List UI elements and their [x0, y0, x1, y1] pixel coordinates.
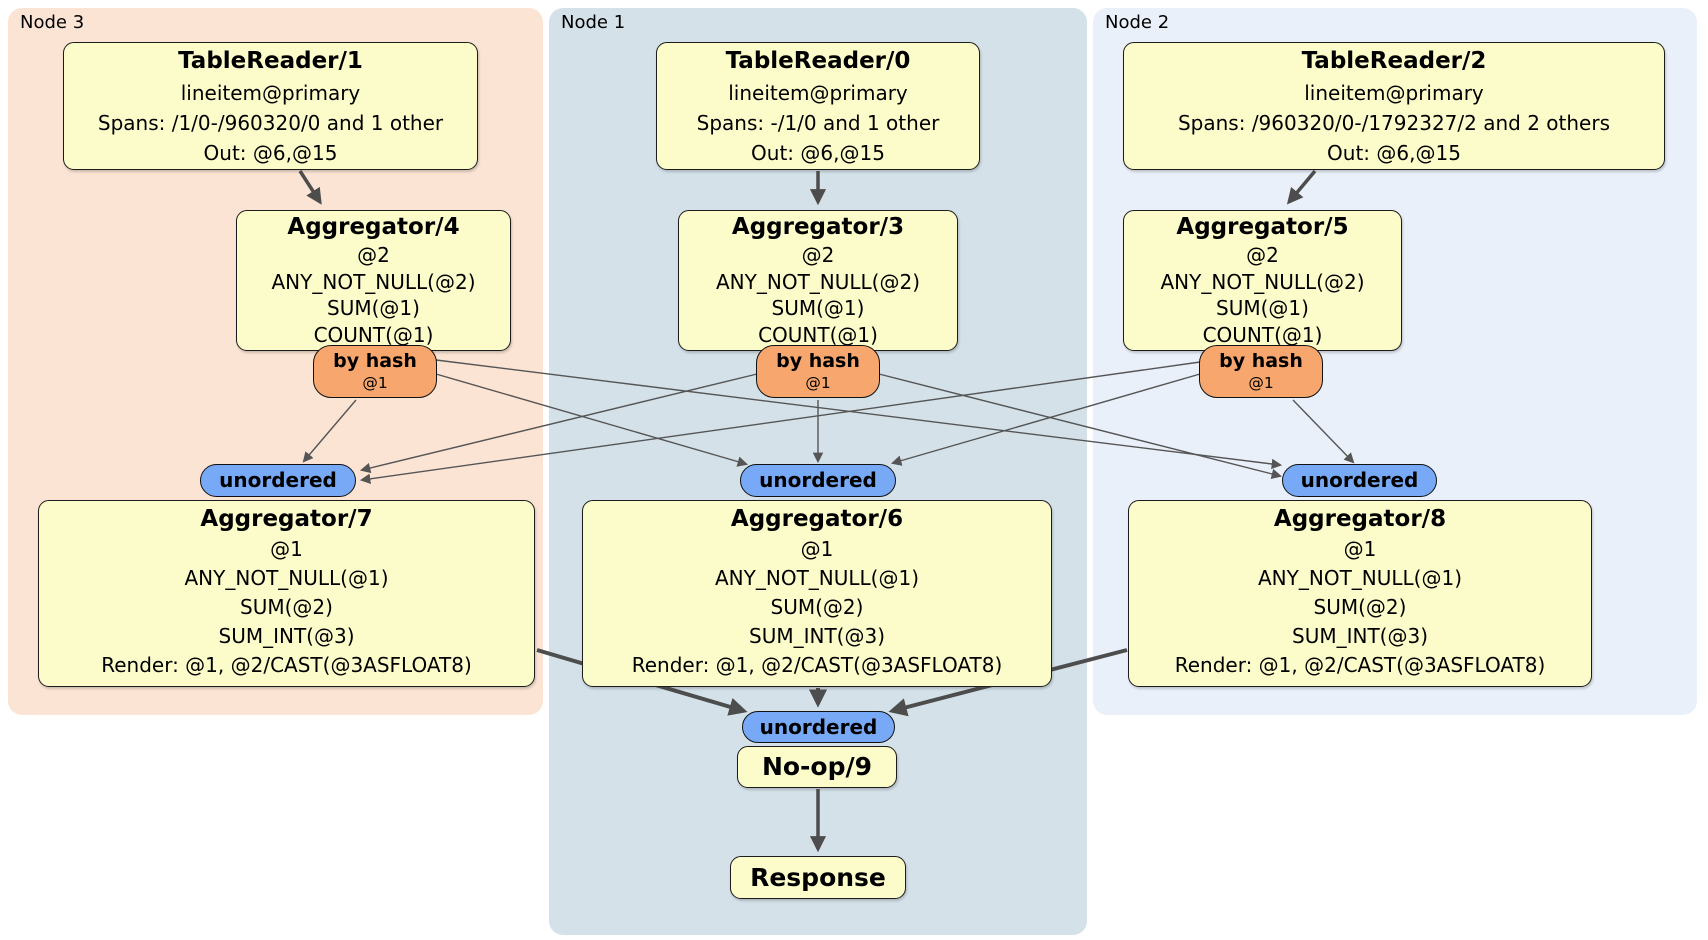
box-title: Aggregator/7 [200, 506, 373, 532]
box-noop-9: No-op/9 [737, 746, 897, 788]
box-line: lineitem@primary [1304, 81, 1484, 105]
router-label: by hash [776, 350, 860, 372]
router-label: by hash [1219, 350, 1303, 372]
box-line: Render: @1, @2/CAST(@3ASFLOAT8) [631, 653, 1003, 677]
box-title: Aggregator/3 [731, 214, 905, 240]
box-line: SUM(@2) [770, 595, 864, 619]
panel-label-node2: Node 2 [1105, 12, 1170, 33]
router-hash-columns: @1 [805, 374, 831, 392]
sync-unordered-node2: unordered [1282, 464, 1437, 497]
box-line: ANY_NOT_NULL(@1) [715, 566, 919, 590]
box-line: @2 [357, 243, 390, 267]
box-line: @2 [1246, 243, 1279, 267]
box-line: SUM(@2) [240, 595, 333, 619]
box-line: @2 [801, 243, 835, 267]
box-title: Response [750, 863, 886, 892]
box-line: SUM(@1) [1216, 296, 1309, 320]
box-line: Spans: -/1/0 and 1 other [696, 111, 940, 135]
box-title: No-op/9 [761, 752, 873, 781]
box-line: COUNT(@1) [758, 322, 878, 347]
box-line: ANY_NOT_NULL(@2) [1160, 269, 1365, 294]
sync-unordered-node1: unordered [740, 464, 896, 497]
box-title: Aggregator/4 [287, 214, 460, 240]
box-line: SUM_INT(@3) [218, 624, 355, 648]
box-line: SUM(@2) [1313, 595, 1407, 619]
box-line: SUM_INT(@3) [749, 624, 885, 648]
box-line: Out: @6,@15 [751, 141, 885, 165]
box-title: TableReader/2 [1301, 48, 1487, 74]
box-line: SUM(@1) [771, 296, 865, 320]
box-line: COUNT(@1) [1202, 322, 1323, 347]
box-line: COUNT(@1) [313, 322, 434, 347]
box-line: Spans: /1/0-/960320/0 and 1 other [97, 111, 444, 135]
panel-label-node3: Node 3 [20, 12, 85, 33]
sync-unordered-final: unordered [742, 711, 895, 743]
box-line: ANY_NOT_NULL(@2) [716, 269, 920, 294]
box-line: SUM_INT(@3) [1292, 624, 1428, 648]
box-title: Aggregator/6 [730, 506, 904, 532]
box-line: lineitem@primary [728, 81, 908, 105]
box-line: @1 [270, 537, 303, 561]
box-line: SUM(@1) [327, 296, 420, 320]
box-response: Response [730, 856, 906, 899]
router-by-hash-node3: by hash @1 [313, 345, 437, 398]
panel-label-node1: Node 1 [561, 12, 626, 33]
box-line: Out: @6,@15 [203, 141, 338, 165]
sync-unordered-node3: unordered [200, 464, 356, 497]
router-label: by hash [333, 350, 417, 372]
box-line: Render: @1, @2/CAST(@3ASFLOAT8) [101, 653, 472, 677]
router-hash-columns: @1 [362, 374, 388, 392]
box-line: Render: @1, @2/CAST(@3ASFLOAT8) [1174, 653, 1546, 677]
router-by-hash-node2: by hash @1 [1199, 345, 1323, 398]
box-line: @1 [1343, 537, 1377, 561]
box-line: lineitem@primary [180, 81, 361, 105]
box-line: Out: @6,@15 [1327, 141, 1461, 165]
box-title: Aggregator/8 [1273, 506, 1447, 532]
router-by-hash-node1: by hash @1 [756, 345, 880, 398]
box-title: Aggregator/5 [1176, 214, 1349, 240]
box-line: ANY_NOT_NULL(@2) [271, 269, 476, 294]
box-line: ANY_NOT_NULL(@1) [1258, 566, 1462, 590]
box-title: TableReader/1 [178, 48, 363, 74]
router-hash-columns: @1 [1248, 374, 1274, 392]
box-title: TableReader/0 [725, 48, 911, 74]
box-line: @1 [800, 537, 834, 561]
box-line: Spans: /960320/0-/1792327/2 and 2 others [1177, 111, 1610, 135]
box-line: ANY_NOT_NULL(@1) [184, 566, 389, 590]
